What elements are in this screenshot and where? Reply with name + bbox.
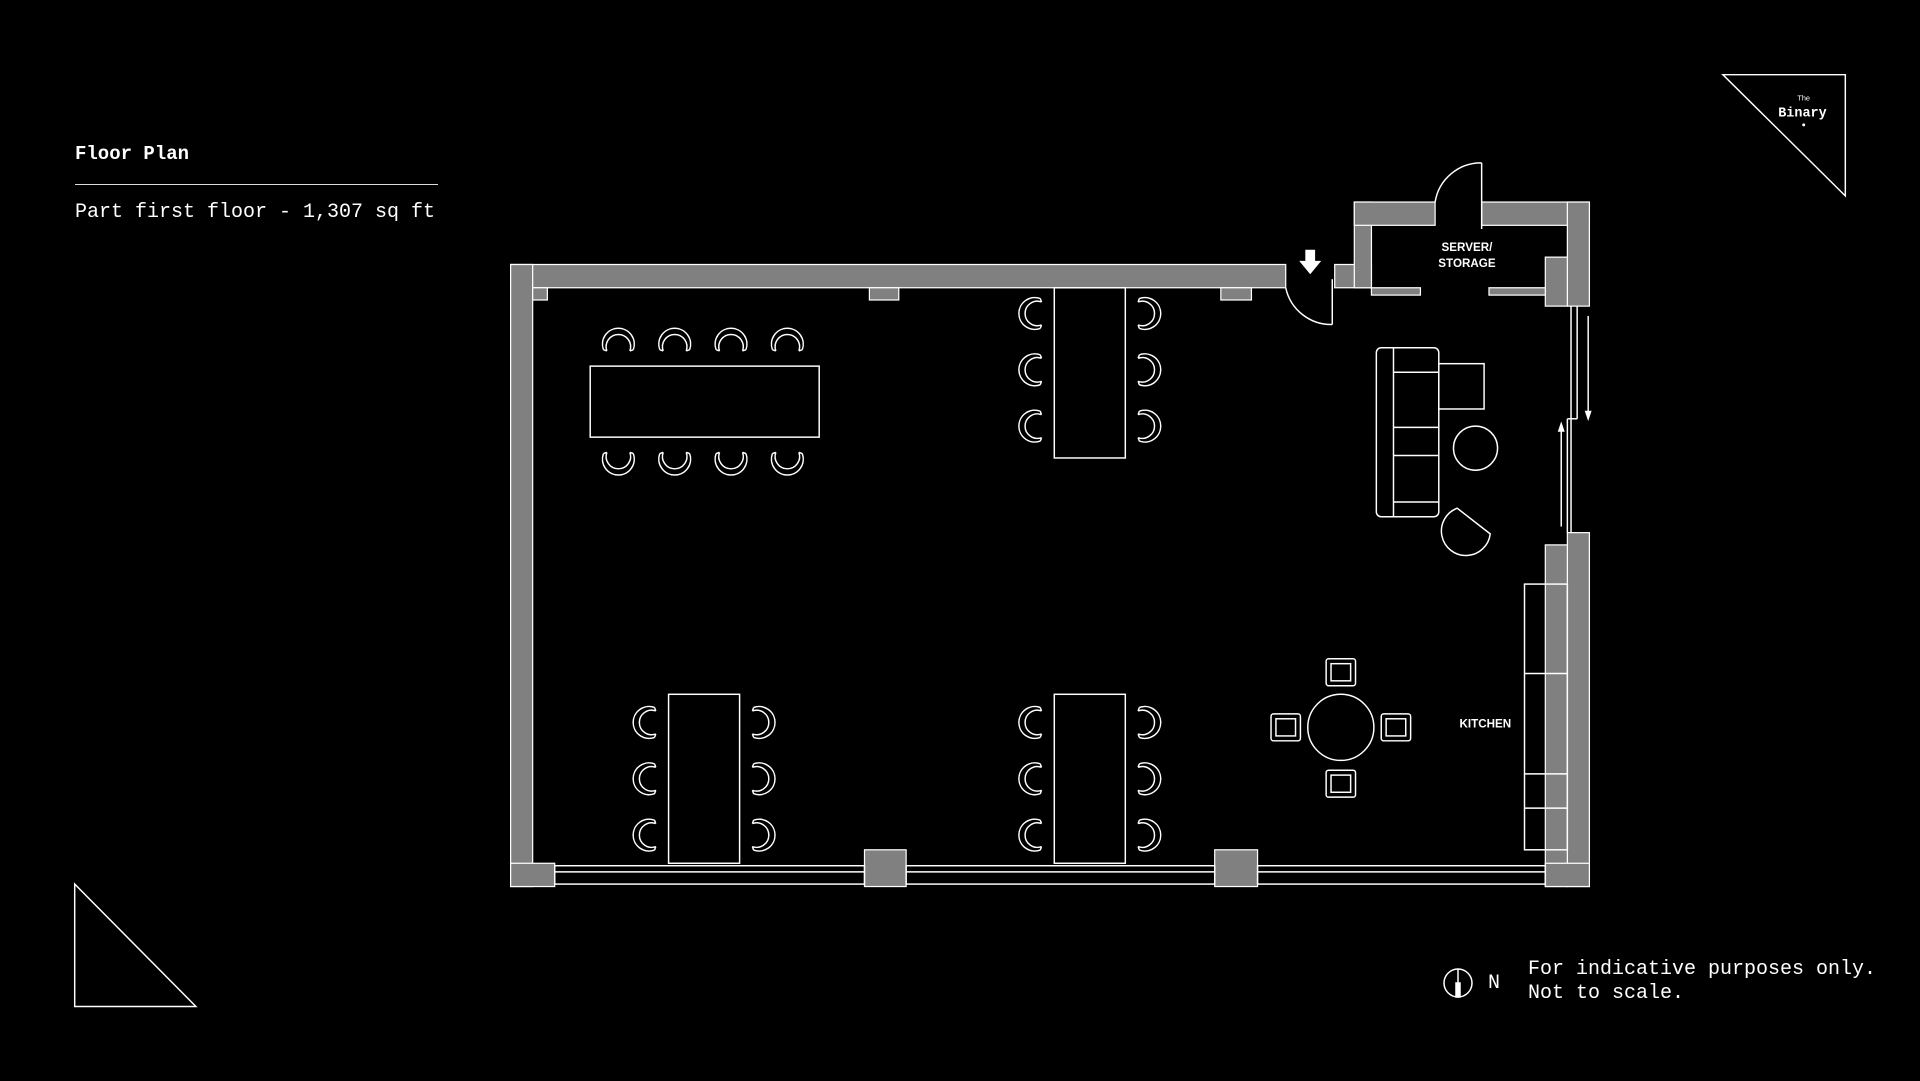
armchair-seat (1385, 718, 1407, 737)
chair (658, 451, 692, 476)
title-divider (75, 184, 438, 185)
chair (1018, 762, 1043, 796)
floor-area-subtitle: Part first floor - 1,307 sq ft (75, 201, 436, 224)
kitchen-label: KITCHEN (1459, 717, 1511, 730)
chair (1137, 818, 1162, 852)
armchair (1270, 713, 1302, 742)
server-room-label: SERVER/ (1442, 241, 1494, 254)
lounge-chair (1440, 507, 1491, 557)
chair (1018, 353, 1043, 387)
disclaimer-line-2: Not to scale. (1528, 982, 1685, 1005)
sofa (1375, 347, 1485, 518)
walls (510, 201, 1591, 888)
entrance-door[interactable] (1285, 279, 1333, 326)
chair (658, 327, 692, 352)
chair (1137, 409, 1162, 443)
chair (1137, 296, 1162, 331)
page-title: Floor Plan (75, 143, 190, 165)
armchair-seat (1275, 718, 1297, 737)
svg-text:Binary: Binary (1778, 106, 1826, 121)
brand-logo: The Binary (1721, 73, 1847, 198)
sliding-door (1557, 306, 1592, 533)
chair (1137, 705, 1162, 740)
dining-table (667, 693, 741, 865)
chair (601, 451, 636, 476)
chair (1018, 409, 1043, 443)
chair (632, 762, 657, 796)
bottom-windows (553, 864, 1547, 885)
round-table (1307, 693, 1375, 762)
entrance-arrow-icon (1299, 249, 1322, 275)
armchair-seat (1330, 774, 1352, 793)
chair (751, 762, 776, 796)
disclaimer-note: For indicative purposes only. Not to sca… (1528, 958, 1876, 1006)
server-room-door[interactable] (1434, 162, 1483, 229)
armchair (1380, 713, 1412, 742)
chair (632, 705, 657, 740)
disclaimer-line-1: For indicative purposes only. (1528, 958, 1877, 981)
chair (714, 451, 748, 476)
north-label: N (1488, 972, 1501, 995)
chair (601, 327, 636, 352)
coffee-table (1452, 425, 1499, 471)
chair (751, 705, 776, 740)
dining-table (589, 365, 820, 438)
chair (751, 818, 776, 852)
kitchen-counter (1523, 583, 1569, 851)
svg-text:The: The (1797, 93, 1810, 102)
chair (770, 451, 804, 476)
dining-table (1053, 287, 1127, 459)
chair (1018, 296, 1043, 331)
chair (1137, 353, 1162, 387)
server-room-label-2: STORAGE (1438, 257, 1496, 270)
chair (632, 818, 657, 852)
armchair (1325, 658, 1357, 687)
chair (1018, 705, 1043, 740)
armchair-seat (1330, 662, 1352, 682)
armchair (1325, 769, 1357, 798)
chair (1137, 762, 1162, 796)
corner-triangle-decoration (73, 882, 198, 1008)
chair (770, 327, 804, 352)
chair (714, 327, 748, 352)
chair (1018, 818, 1043, 852)
dining-table (1053, 693, 1127, 865)
